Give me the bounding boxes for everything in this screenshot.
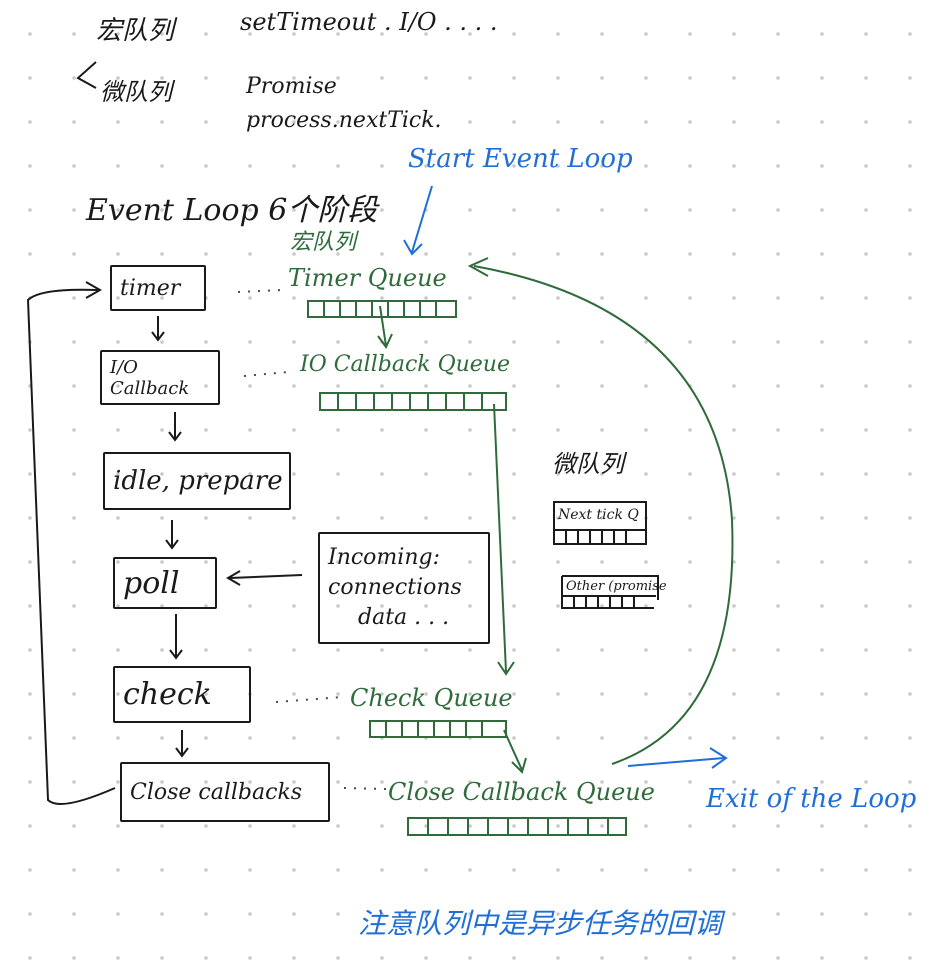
- phase-check-label: check: [123, 677, 212, 712]
- other-promise-queue-label: Other (promise: [566, 579, 667, 594]
- start-arrow: [403, 185, 433, 256]
- next-tick-queue-label: Next tick Q: [558, 507, 639, 523]
- phase-timer-label: timer: [120, 275, 181, 301]
- phase-io-callback-label: I/O Callback: [110, 356, 190, 399]
- queue-flow-arrows: [377, 257, 734, 774]
- phase-idle-prepare-label: idle, prepare: [113, 466, 283, 496]
- incoming-line-3: data . . .: [358, 604, 450, 630]
- phase-close-callbacks: Close callbacks: [120, 762, 330, 822]
- exit-arrow: [627, 747, 728, 769]
- micro-queue-note-label: 微队列: [100, 78, 172, 106]
- phase-poll-label: poll: [123, 565, 180, 601]
- incoming-line-2: connections: [328, 575, 462, 601]
- phase-close-callbacks-label: Close callbacks: [130, 779, 303, 805]
- footer-note: 注意队列中是异步任务的回调: [358, 907, 723, 940]
- phase-idle-prepare: idle, prepare: [103, 452, 291, 510]
- notes-bracket: [76, 61, 97, 89]
- micro-queue-panel-title: 微队列: [552, 450, 624, 478]
- phase-timer: timer: [110, 265, 206, 311]
- incoming-line-1: Incoming:: [328, 545, 440, 571]
- start-event-loop-label: Start Event Loop: [408, 144, 633, 174]
- phases-title: Event Loop 6个阶段: [86, 193, 378, 228]
- exit-of-loop-label: Exit of the Loop: [706, 784, 917, 814]
- timer-macro-queue-label: 宏队列: [290, 230, 357, 255]
- micro-queue-note-item-promise: Promise: [246, 74, 337, 99]
- macro-queue-note-label: 宏队列: [96, 16, 175, 46]
- phase-poll: poll: [113, 557, 217, 609]
- dotted-leaders: [237, 289, 387, 790]
- io-callback-queue-label: IO Callback Queue: [300, 352, 510, 377]
- check-queue-label: Check Queue: [350, 684, 513, 712]
- incoming-arrow: [226, 570, 303, 586]
- micro-queue-note-item-nexttick: process.nextTick.: [246, 108, 442, 133]
- macro-queue-note-items: setTimeout . I/O . . . .: [240, 8, 498, 36]
- phase-flow-arrows: [151, 316, 189, 758]
- close-callback-queue-label: Close Callback Queue: [388, 778, 655, 806]
- incoming-box: Incoming: connections data . . .: [318, 532, 490, 644]
- queue-bars: [307, 300, 627, 836]
- loop-back-line: [26, 281, 116, 805]
- timer-queue-label: Timer Queue: [288, 264, 447, 292]
- phase-check: check: [113, 666, 251, 723]
- phase-io-callback: I/O Callback: [100, 350, 220, 405]
- micro-queue-bars: [553, 501, 659, 609]
